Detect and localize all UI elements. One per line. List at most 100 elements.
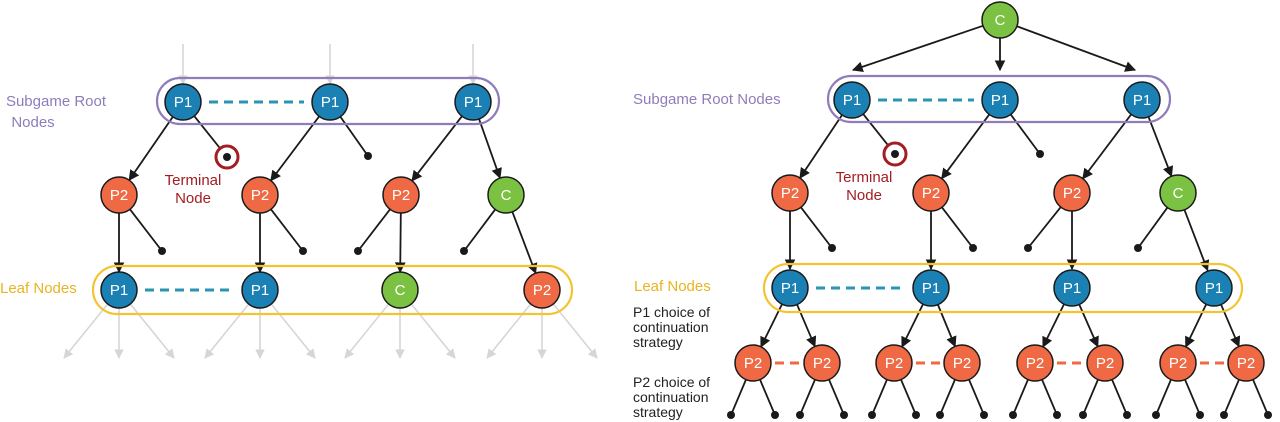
edge-32 [799,114,843,179]
left-root-node-1-circle [164,83,202,121]
right-p2-node-4-label: P2 [953,355,971,372]
edge-16 [511,211,538,275]
p1-choice-line2: continuation [633,319,709,335]
right-root-node-1: P1 [833,81,871,119]
faded-edge-23 [344,303,390,359]
left-mid-node-2-label: P2 [251,187,269,204]
terminal-dot [1123,411,1131,419]
faded-edge-25 [410,303,456,359]
faded-edge-19 [129,303,175,359]
right-root-node-2-label: P1 [991,92,1009,109]
right-mid-node-4: C [1159,174,1197,212]
terminal-dot [460,247,468,255]
right-top-chance-node-label: C [995,12,1006,29]
left-root-node-3-circle [454,83,492,121]
terminal-dot [936,411,944,419]
terminal-dot [840,411,848,419]
left-leaf-node-2-circle [241,271,279,309]
right-root-node-2-circle [981,81,1019,119]
terminal-dot [1152,411,1160,419]
right-p2-node-3: P2 [875,344,913,382]
right-leaf-node-4-label: P1 [1205,280,1223,297]
edge-42 [1027,206,1062,249]
edge-14 [394,212,406,274]
p1-choice-line3: strategy [633,334,683,350]
left-mid-node-2-circle [241,176,279,214]
right-p2-node-8: P2 [1227,344,1265,382]
right-p2-node-7-label: P2 [1169,355,1187,372]
left-root-node-2: P1 [311,83,349,121]
edge-8 [478,118,502,180]
left-mid-node-3: P2 [382,176,420,214]
edge-36 [1082,113,1132,180]
edge-64 [1184,303,1208,348]
left-subgame-root-label-line2: Nodes [11,114,54,131]
right-leaf-node-4: P1 [1195,269,1233,307]
edge-39 [800,206,833,249]
left-mid-node-4-label: C [501,187,512,204]
edge-55 [900,379,917,416]
left-mid-node-4-circle [487,176,525,214]
left-leaf-node-4: P2 [523,271,561,309]
right-root-node-3-label: P1 [1133,92,1151,109]
right-terminal-node-dot [891,150,899,158]
edge-7 [411,115,463,182]
right-leaf-node-3-label: P1 [1063,280,1081,297]
right-mid-node-4-label: C [1173,185,1184,202]
right-p2-node-4-circle [943,344,981,382]
left-leaf-box [91,264,574,316]
right-leaf-nodes-label: Leaf Nodes [634,278,711,295]
faded-edge-17 [63,303,109,359]
right-mid-node-2-circle [912,174,950,212]
left-mid-node-2: P2 [241,176,279,214]
left-mid-node-1: P2 [100,176,138,214]
p2-choice-line1: P2 choice of [633,374,710,390]
edge-56 [939,379,956,416]
edge-52 [901,303,924,348]
edge-61 [1041,379,1058,416]
right-p2-node-2: P2 [803,344,841,382]
right-mid-node-1-label: P2 [781,185,799,202]
left-terminal-label-line1: Terminal [165,172,222,189]
left-mid-node-1-circle [100,176,138,214]
right-leaf-node-4-circle [1195,269,1233,307]
faded-edge-20 [204,303,250,359]
right-mid-node-2: P2 [912,174,950,212]
terminal-dot [299,247,307,255]
edge-45 [1183,209,1210,272]
right-mid-node-3-circle [1053,174,1091,212]
right-mid-node-2-label: P2 [922,185,940,202]
edge-15 [463,208,496,252]
right-p2-node-6-circle [1086,344,1124,382]
p1-choice-line1: P1 choice of [633,304,710,320]
left-leaf-node-3: C [381,271,419,309]
right-leaf-node-1-label: P1 [781,280,799,297]
edge-67 [1184,379,1201,416]
terminal-dot [828,244,836,252]
terminal-dot [1196,411,1204,419]
edge-51 [828,379,845,416]
right-root-node-1-label: P1 [843,92,861,109]
terminal-dot [158,247,166,255]
left-leaf-node-4-circle [523,271,561,309]
edge-66 [1155,379,1172,416]
left-terminal-node-label: Terminal Node [165,172,222,207]
terminal-dot [796,411,804,419]
terminal-dot [1053,411,1061,419]
terminal-dot [1079,411,1087,419]
right-leaf-node-3-circle [1053,269,1091,307]
terminal-dot [868,411,876,419]
right-p2-node-6-label: P2 [1096,355,1114,372]
left-root-node-3-label: P1 [464,94,482,111]
edge-35 [1009,113,1041,155]
left-leaf-nodes-label: Leaf Nodes [0,280,77,297]
edge-57 [968,379,985,416]
edge-34 [941,113,990,180]
p2-choice-label: P2 choice of continuation strategy [633,374,710,420]
right-terminal-label-line2: Node [846,187,882,204]
right-subgame-root-label: Subgame Root Nodes [633,91,781,108]
right-p2-node-5-label: P2 [1026,355,1044,372]
right-p2-node-6: P2 [1086,344,1124,382]
terminal-dot [1024,244,1032,252]
